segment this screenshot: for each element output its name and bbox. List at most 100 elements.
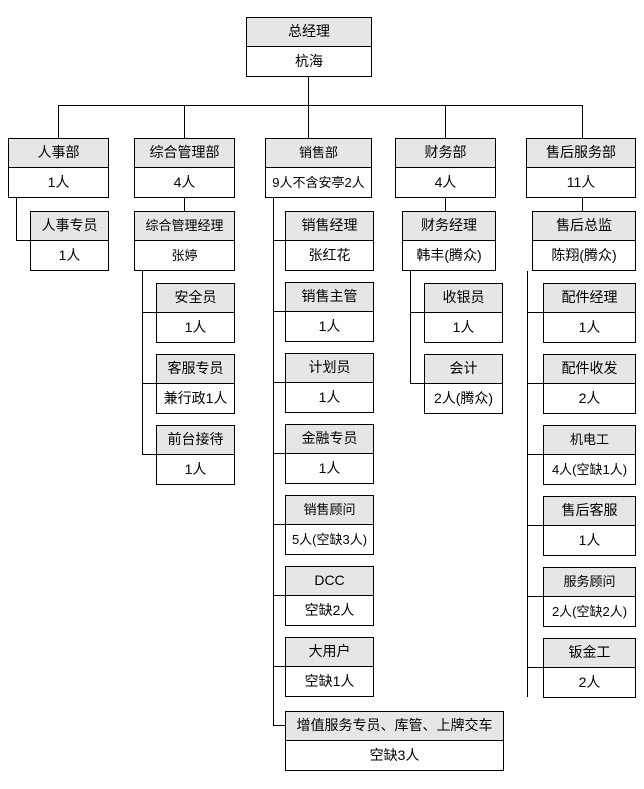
connector-bus-to-hr <box>58 105 59 138</box>
connector-general-to-safety <box>142 312 157 313</box>
node-title: 钣金工 <box>544 639 635 668</box>
node-title: 售后服务部 <box>527 139 635 168</box>
node-subtitle: 1人 <box>544 313 635 342</box>
connector-department-bus <box>58 105 582 106</box>
node-sales-supervisor[interactable]: 销售主管 1人 <box>285 282 374 342</box>
node-subtitle: 1人 <box>31 241 108 270</box>
node-title: 配件收发 <box>544 355 635 384</box>
node-title: 计划员 <box>286 354 373 383</box>
node-aftersale-customer-service[interactable]: 售后客服 1人 <box>543 496 636 556</box>
node-title: 销售部 <box>266 139 371 168</box>
node-subtitle: 杭海 <box>247 47 371 76</box>
node-title: 增值服务专员、库管、上牌交车 <box>286 712 503 741</box>
node-aftersale-mechanic[interactable]: 机电工 4人(空缺1人) <box>543 425 636 485</box>
node-finance-accountant[interactable]: 会计 2人(腾众) <box>424 354 503 414</box>
node-subtitle: 1人 <box>544 526 635 555</box>
node-title: 售后总监 <box>533 212 635 241</box>
connector-aftersale-to-service-advisor <box>527 596 544 597</box>
connector-sales-to-dcc <box>273 595 286 596</box>
node-finance-cashier[interactable]: 收银员 1人 <box>424 283 503 343</box>
node-title: 综合管理经理 <box>135 212 234 241</box>
connector-aftersale-to-body-worker <box>527 667 544 668</box>
connector-finance-to-accountant <box>410 383 425 384</box>
node-department-sales[interactable]: 销售部 9人不含安亭2人 <box>265 138 372 198</box>
connector-sales-to-planner <box>273 382 286 383</box>
node-title: 收银员 <box>425 284 502 313</box>
node-department-general[interactable]: 综合管理部 4人 <box>134 138 235 198</box>
node-finance-manager[interactable]: 财务经理 韩丰(腾众) <box>402 211 496 271</box>
node-title: 服务顾问 <box>544 568 635 597</box>
connector-general-spine <box>142 271 143 413</box>
node-sales-dcc[interactable]: DCC 空缺2人 <box>285 566 374 626</box>
connector-bus-to-finance <box>445 105 446 138</box>
node-title: 会计 <box>425 355 502 384</box>
connector-general-to-reception <box>142 454 157 455</box>
connector-bus-to-sales <box>308 77 309 138</box>
node-general-safety-officer[interactable]: 安全员 1人 <box>156 283 235 343</box>
node-subtitle: 1人 <box>157 455 234 484</box>
node-title: 金融专员 <box>286 425 373 454</box>
node-subtitle: 陈翔(腾众) <box>533 241 635 270</box>
node-department-hr[interactable]: 人事部 1人 <box>8 138 109 198</box>
node-general-reception[interactable]: 前台接待 1人 <box>156 425 235 485</box>
node-department-finance[interactable]: 财务部 4人 <box>395 138 496 198</box>
node-hr-specialist[interactable]: 人事专员 1人 <box>30 211 109 271</box>
node-sales-key-account[interactable]: 大用户 空缺1人 <box>285 637 374 697</box>
connector-bus-to-aftersale <box>582 105 583 138</box>
node-title: 人事部 <box>9 139 108 168</box>
connector-sales-to-key-account <box>273 666 286 667</box>
node-root-general-manager[interactable]: 总经理 杭海 <box>246 17 372 77</box>
node-sales-consultant[interactable]: 销售顾问 5人(空缺3人) <box>285 495 374 555</box>
node-sales-value-added-services[interactable]: 增值服务专员、库管、上牌交车 空缺3人 <box>285 711 504 771</box>
node-general-manager[interactable]: 综合管理经理 张婷 <box>134 211 235 271</box>
node-subtitle: 1人 <box>286 383 373 412</box>
node-subtitle: 4人 <box>135 168 234 197</box>
node-subtitle: 1人 <box>425 313 502 342</box>
node-subtitle: 韩丰(腾众) <box>403 241 495 270</box>
node-aftersale-parts-manager[interactable]: 配件经理 1人 <box>543 283 636 343</box>
node-subtitle: 空缺1人 <box>286 667 373 696</box>
node-aftersale-service-advisor[interactable]: 服务顾问 2人(空缺2人) <box>543 567 636 627</box>
connector-aftersale-spine <box>527 271 528 697</box>
node-subtitle: 9人不含安亭2人 <box>266 168 371 197</box>
node-subtitle: 2人(空缺2人) <box>544 597 635 626</box>
connector-sales-to-consultant <box>273 524 286 525</box>
node-title: 财务部 <box>396 139 495 168</box>
connector-general-to-service <box>142 383 157 384</box>
node-title: 客服专员 <box>157 355 234 384</box>
connector-hr-to-specialist <box>16 240 31 241</box>
node-aftersale-body-worker[interactable]: 钣金工 2人 <box>543 638 636 698</box>
connector-finance-to-manager <box>445 198 446 211</box>
node-title: 总经理 <box>247 18 371 47</box>
connector-sales-to-manager <box>273 240 286 241</box>
node-subtitle: 11人 <box>527 168 635 197</box>
node-subtitle: 1人 <box>157 313 234 342</box>
connector-aftersale-to-director <box>582 198 583 211</box>
node-subtitle: 2人 <box>544 384 635 413</box>
node-aftersale-director[interactable]: 售后总监 陈翔(腾众) <box>532 211 636 271</box>
node-subtitle: 兼行政1人 <box>157 384 234 413</box>
node-sales-planner[interactable]: 计划员 1人 <box>285 353 374 413</box>
node-aftersale-parts-dispatch[interactable]: 配件收发 2人 <box>543 354 636 414</box>
node-subtitle: 2人(腾众) <box>425 384 502 413</box>
node-subtitle: 1人 <box>9 168 108 197</box>
connector-aftersale-to-parts-manager <box>527 312 544 313</box>
connector-aftersale-to-mechanic <box>527 454 544 455</box>
connector-finance-spine <box>410 271 411 384</box>
node-title: 综合管理部 <box>135 139 234 168</box>
node-department-aftersale[interactable]: 售后服务部 11人 <box>526 138 636 198</box>
node-subtitle: 1人 <box>286 312 373 341</box>
node-subtitle: 5人(空缺3人) <box>286 525 373 554</box>
node-title: DCC <box>286 567 373 596</box>
node-general-customer-service[interactable]: 客服专员 兼行政1人 <box>156 354 235 414</box>
node-sales-manager[interactable]: 销售经理 张红花 <box>285 211 374 271</box>
connector-aftersale-to-customer-service <box>527 525 544 526</box>
connector-sales-to-value-added <box>273 725 286 726</box>
node-sales-finance-specialist[interactable]: 金融专员 1人 <box>285 424 374 484</box>
node-subtitle: 空缺2人 <box>286 596 373 625</box>
connector-sales-spine <box>273 198 274 725</box>
node-subtitle: 张红花 <box>286 241 373 270</box>
node-subtitle: 4人(空缺1人) <box>544 455 635 484</box>
connector-hr-spine <box>16 198 17 241</box>
